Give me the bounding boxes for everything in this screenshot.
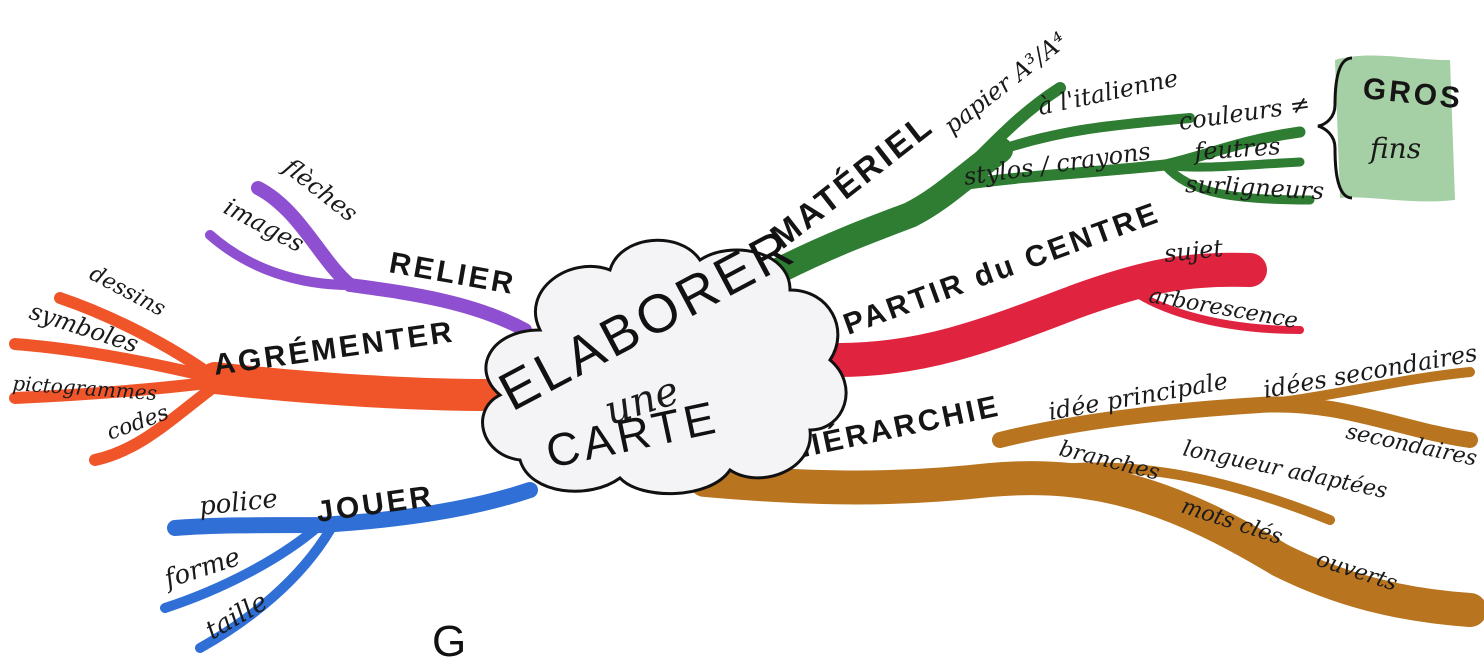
- sub-forme: forme: [159, 542, 244, 595]
- branch-jouer: JOUER police forme taille: [159, 480, 538, 653]
- sub-police: police: [198, 484, 280, 522]
- branch-surligneurs-line: [1160, 160, 1315, 205]
- branch-taille-line: [195, 525, 335, 653]
- sub-fins: fins: [1368, 132, 1421, 165]
- sub-italienne: à l'italienne: [1035, 64, 1180, 121]
- branch-italienne-line: [995, 113, 1195, 155]
- branch-relier: RELIER flèches images: [205, 151, 532, 337]
- sub-surligneurs: surligneurs: [1185, 170, 1325, 205]
- branch-hierarchie-trunk: [688, 461, 1484, 627]
- footer-mark: G: [432, 617, 470, 658]
- branch-idees-secondaires-line: [1245, 367, 1475, 410]
- sub-feutres: feutres: [1191, 132, 1281, 166]
- branch-stylos-line: [954, 126, 1306, 191]
- branch-symboles-line: [9, 338, 221, 384]
- branch-pictogrammes-line: [9, 376, 221, 404]
- sub-papier: papier A³/A⁴: [938, 27, 1072, 140]
- gros-fins-shade: [1335, 55, 1455, 202]
- cloud-shape: [481, 238, 848, 495]
- branch-agrementer-label: AGRÉMENTER: [211, 314, 457, 382]
- branch-feutres-line: [1160, 157, 1305, 172]
- branch-partir-trunk: [823, 252, 1267, 377]
- curly-brace-icon: [1317, 56, 1353, 200]
- branch-codes-line: [89, 380, 221, 466]
- branch-forme-line: [160, 520, 325, 613]
- branch-dessins-line: [54, 292, 221, 384]
- branch-longueur-line: [1045, 462, 1335, 525]
- sub-sujet: sujet: [1163, 234, 1225, 268]
- central-node: ELABORER une CARTE: [481, 217, 848, 495]
- branch-agrementer-trunk: [199, 362, 508, 411]
- branch-arborescence-line: [1116, 276, 1304, 334]
- sub-idees-secondaires: idées secondaires: [1261, 339, 1479, 404]
- branch-papier-line: [934, 82, 1066, 201]
- branch-images-line: [205, 230, 355, 290]
